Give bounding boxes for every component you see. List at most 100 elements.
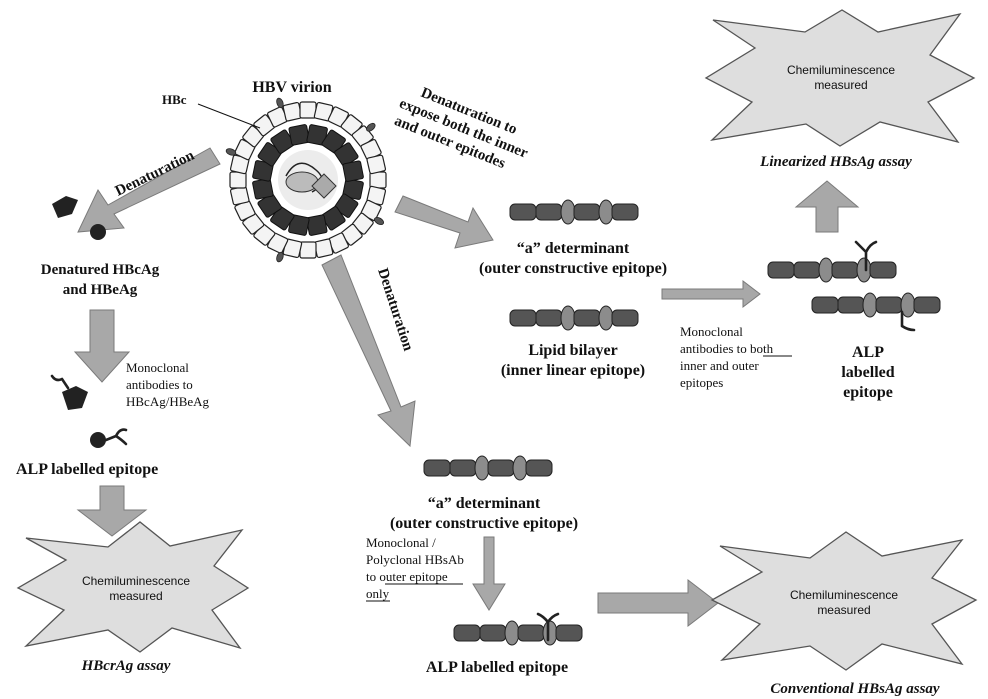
arrow-left-denaturation	[77, 147, 221, 233]
chain-segment	[573, 309, 601, 327]
surface-spike	[366, 122, 376, 132]
right-a-det-line-1: “a” determinant	[517, 240, 630, 257]
envelope-protein	[299, 101, 317, 119]
chain-segment	[767, 261, 795, 279]
hbv-virion-graphic	[225, 97, 387, 263]
hbcag-fragment	[62, 386, 88, 410]
arrow-center-denaturation	[321, 254, 416, 448]
chain-segment	[487, 459, 515, 477]
chain-a-determinant-center	[423, 455, 553, 481]
hbcr-assay-label: HBcrAg assay	[81, 658, 171, 674]
chain-epitope	[542, 620, 558, 646]
chain-segment	[479, 624, 507, 642]
chain-epitope	[862, 292, 878, 318]
denatured-hbcag-particle	[52, 196, 78, 218]
linearized-assay-label: Linearized HBsAg assay	[759, 154, 912, 170]
chain-segment	[831, 261, 859, 279]
lipid-line-1: Lipid bilayer	[528, 342, 617, 359]
arrow-right-horizontal	[661, 279, 761, 309]
burst-linearized	[704, 9, 976, 147]
chain-segment	[509, 203, 537, 221]
chain-segment	[793, 261, 821, 279]
chain-segment	[535, 309, 563, 327]
right-mab-line-4: epitopes	[680, 375, 723, 390]
right-mab-line-1: Monoclonal	[680, 324, 743, 339]
chain-segment	[869, 261, 897, 279]
chain-segment	[811, 296, 839, 314]
envelope-protein	[313, 238, 334, 259]
chain-alp-center	[453, 620, 583, 646]
surface-spike	[276, 251, 284, 263]
virion-title: HBV virion	[252, 79, 331, 96]
right-mab-line-3: inner and outer	[680, 358, 759, 373]
capsid-protein	[306, 214, 328, 236]
arrow-right-denaturation	[394, 195, 494, 249]
br-chemi-line-2: measured	[817, 603, 870, 617]
right-alp-line-1: ALP	[852, 344, 884, 361]
chain-linearized-bottom	[811, 292, 941, 318]
chain-segment	[875, 296, 903, 314]
lipid-line-2: (inner linear epitope)	[501, 362, 645, 379]
chain-epitope	[504, 620, 520, 646]
burst-hbcr	[16, 521, 250, 653]
antibody-icon	[50, 374, 70, 390]
burst-conventional	[710, 531, 978, 671]
epitope-chains	[423, 199, 941, 646]
conventional-assay-label: Conventional HBsAg assay	[770, 681, 940, 697]
center-a-det-line-1: “a” determinant	[428, 495, 541, 512]
polyclonal-line-2: Polyclonal HBsAb	[366, 552, 464, 567]
arrow-center-down	[472, 536, 506, 611]
left-mab-line-2: antibodies to	[126, 377, 193, 392]
envelope-protein	[369, 171, 387, 189]
chain-segment	[573, 203, 601, 221]
chain-segment	[423, 459, 451, 477]
chain-segment	[611, 203, 639, 221]
surface-spike	[276, 97, 284, 109]
denatured-line-1: Denatured HBcAg	[41, 262, 160, 278]
surface-spike	[225, 148, 237, 156]
right-a-det-line-2: (outer constructive epitope)	[479, 260, 667, 277]
left-chemi-line-1: Chemiluminescence	[82, 574, 190, 588]
antibody-icon	[536, 612, 560, 642]
polyclonal-line-1: Monoclonal /	[366, 535, 436, 550]
hbc-label: HBc	[162, 92, 187, 107]
chain-epitope	[818, 257, 834, 283]
denatured-line-2: and HBeAg	[63, 282, 138, 298]
chain-epitope	[598, 199, 614, 225]
chain-a-determinant-right	[509, 199, 639, 225]
antibody-icon	[900, 310, 916, 332]
chain-segment	[611, 309, 639, 327]
left-chemi-line-2: measured	[109, 589, 162, 603]
right-chemi-line-2: measured	[814, 78, 867, 92]
left-alp-label: ALP labelled epitope	[16, 461, 158, 478]
chain-segment	[517, 624, 545, 642]
antibody-icon	[104, 428, 128, 446]
chain-epitope	[512, 455, 528, 481]
right-alp-line-3: epitope	[843, 384, 893, 401]
chain-segment	[509, 309, 537, 327]
capsid-protein	[288, 124, 310, 146]
chain-segment	[525, 459, 553, 477]
chain-linearized-top	[767, 257, 897, 283]
hbc-pointer	[197, 103, 261, 129]
capsid-protein	[252, 178, 274, 200]
left-mab-line-1: Monoclonal	[126, 360, 189, 375]
chain-epitope	[856, 257, 872, 283]
center-a-det-line-2: (outer constructive epitope)	[390, 515, 578, 532]
arrow-bottom-right	[597, 578, 719, 628]
right-chemi-line-1: Chemiluminescence	[787, 63, 895, 77]
chain-segment	[535, 203, 563, 221]
polyclonal-line-3-prefix: to outer epitope	[366, 569, 448, 584]
envelope-protein	[299, 241, 317, 259]
chain-epitope	[560, 199, 576, 225]
arrow-left-down-1	[73, 309, 131, 383]
right-mab-line-2: antibodies to both	[680, 341, 774, 356]
right-alp-line-2: labelled	[841, 364, 894, 381]
arrow-right-up	[794, 180, 860, 233]
arrow-left-down-2	[76, 485, 148, 537]
chain-lipid-bilayer	[509, 305, 639, 331]
hbeag-fragment	[90, 432, 106, 448]
center-denaturation-label: Denaturation	[374, 266, 416, 353]
